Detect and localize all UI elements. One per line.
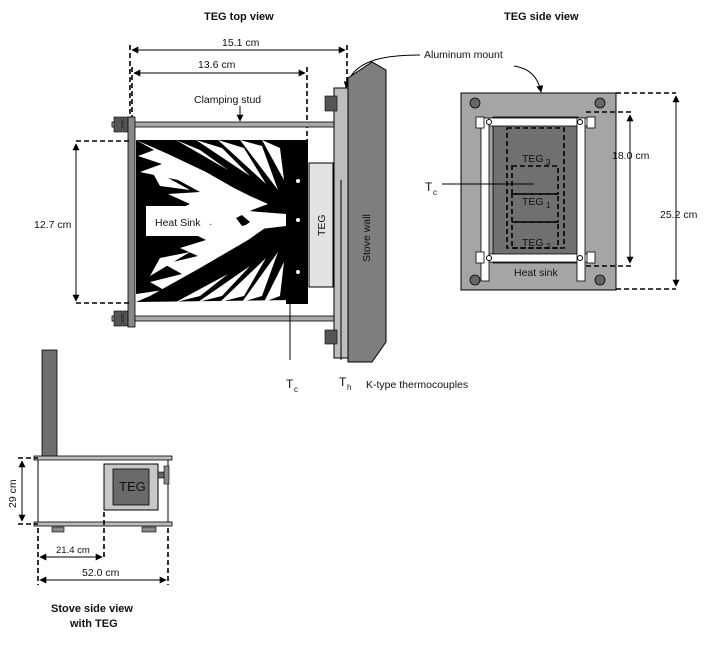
teg2-outline [511, 221, 559, 249]
th-label: T [339, 375, 347, 389]
dimension-side-outer: 25.2 cm [616, 92, 698, 290]
thermocouples-label: K-type thermocouples [366, 379, 468, 391]
side-view-title: TEG side view [504, 11, 579, 23]
teg1-outline [511, 193, 559, 223]
stove-top-plate [33, 455, 173, 461]
dim-21-4-label: 21.4 cm [56, 545, 90, 556]
clamp-plate [127, 116, 136, 328]
tc-dot-2 [296, 218, 300, 222]
stove-teg-label: TEG [119, 479, 146, 494]
dim-12-7-label: 12.7 cm [34, 219, 72, 231]
stove-foot-left [51, 526, 65, 533]
teg1-label: TEG [522, 196, 544, 208]
stove-foot-right [141, 526, 157, 533]
mount-nut-top [324, 95, 338, 112]
mount-nut-bottom [324, 329, 338, 345]
tc-dot-3 [296, 270, 300, 274]
side-tc-sub: c [433, 188, 437, 197]
side-view-arrow [513, 65, 544, 93]
dim-52-0-label: 52.0 cm [82, 567, 120, 579]
teg1-sub: 1 [546, 201, 551, 210]
teg3-label: TEG [522, 153, 544, 165]
teg2-label: TEG [522, 237, 544, 249]
teg-module [308, 162, 334, 288]
tc-dot-1 [296, 179, 300, 183]
side-heat-sink-label: Heat sink [514, 267, 559, 279]
teg3-outline [511, 165, 559, 195]
dimension-side-inner: 18.0 cm [586, 111, 650, 267]
clamping-stud-bottom [111, 310, 346, 327]
th-sub: h [347, 383, 351, 392]
teg3-sub: 3 [546, 158, 551, 167]
teg2-sub: 2 [546, 242, 551, 251]
heat-sink-shape [136, 140, 308, 304]
dimension-stove-width: 52.0 cm [39, 528, 169, 585]
dimension-stove-inner: 21.4 cm [37, 512, 105, 585]
teg-label: TEG [316, 214, 328, 236]
stove-wall-label: Stove wall [361, 214, 373, 262]
dimension-top-height: 12.7 cm [34, 140, 132, 304]
aluminum-mount-label: Aluminum mount [424, 49, 503, 61]
stove-teg-block [112, 468, 150, 506]
clamping-stud-label: Clamping stud [194, 94, 261, 106]
stove-handle [163, 465, 170, 485]
heat-sink-label-bg [146, 206, 210, 236]
stove-chimney [41, 349, 58, 458]
stove-bottom-plate [33, 521, 173, 527]
tc-sub: c [294, 385, 298, 394]
top-view-title: TEG top view [204, 11, 274, 23]
dimension-stove-height: 29 cm [7, 457, 38, 525]
side-tc-label: T [425, 180, 433, 194]
side-teg-outline [506, 127, 565, 249]
dim-25-2-label: 25.2 cm [660, 209, 698, 221]
dimension-top-width-outer: 15.1 cm [129, 37, 348, 140]
dim-18-0-label: 18.0 cm [612, 150, 650, 162]
stove-view-title-line2: with TEG [69, 618, 118, 630]
stove-handle-nut [157, 471, 165, 479]
dim-13-6-label: 13.6 cm [198, 59, 236, 71]
tc-label: T [286, 377, 294, 391]
heat-sink-label: Heat Sink [155, 217, 201, 229]
dim-29-label: 29 cm [7, 479, 19, 508]
stove-wall [347, 61, 387, 363]
dim-15-1-label: 15.1 cm [222, 37, 260, 49]
stove-view-title-line1: Stove side view [51, 603, 133, 615]
clamping-stud-top [111, 116, 346, 133]
side-clamp-frame [475, 116, 596, 282]
